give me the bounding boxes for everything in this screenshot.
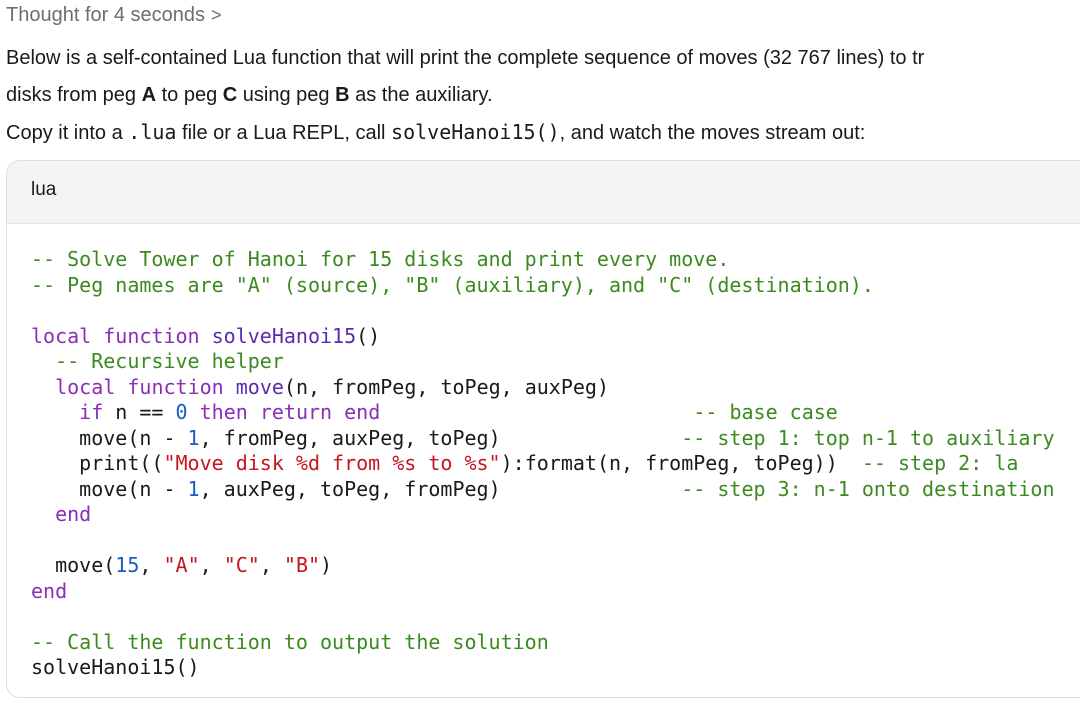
code-language-label: lua (31, 179, 57, 200)
intro-text: file or a Lua REPL, call (176, 122, 392, 144)
intro-text: using peg (237, 84, 336, 106)
intro-line-3: Copy it into a .lua file or a Lua REPL, … (6, 114, 1080, 152)
intro-text: Below is a self-contained Lua function t… (6, 47, 925, 69)
chevron-right-icon: > (211, 5, 222, 25)
inline-code-extension: .lua (128, 120, 177, 144)
response-text: Below is a self-contained Lua function t… (6, 40, 1080, 152)
intro-text: disks from peg (6, 84, 142, 106)
thought-label: Thought for 4 seconds (6, 4, 206, 26)
code-content[interactable]: -- Solve Tower of Hanoi for 15 disks and… (31, 247, 1055, 679)
intro-text: Copy it into a (6, 122, 129, 144)
intro-text: as the auxiliary. (349, 84, 493, 106)
intro-text: , and watch the moves stream out: (559, 122, 866, 144)
peg-a-label: A (141, 84, 157, 106)
code-block-header: lua (7, 161, 1080, 224)
code-block: lua -- Solve Tower of Hanoi for 15 disks… (6, 160, 1080, 698)
inline-code-call: solveHanoi15() (391, 120, 560, 144)
peg-b-label: B (335, 84, 350, 106)
peg-c-label: C (222, 84, 238, 106)
intro-text: to peg (156, 84, 223, 106)
intro-line-1: Below is a self-contained Lua function t… (6, 40, 1080, 77)
thought-toggle[interactable]: Thought for 4 seconds> (6, 2, 222, 28)
intro-line-2: disks from peg A to peg C using peg B as… (6, 77, 1080, 114)
